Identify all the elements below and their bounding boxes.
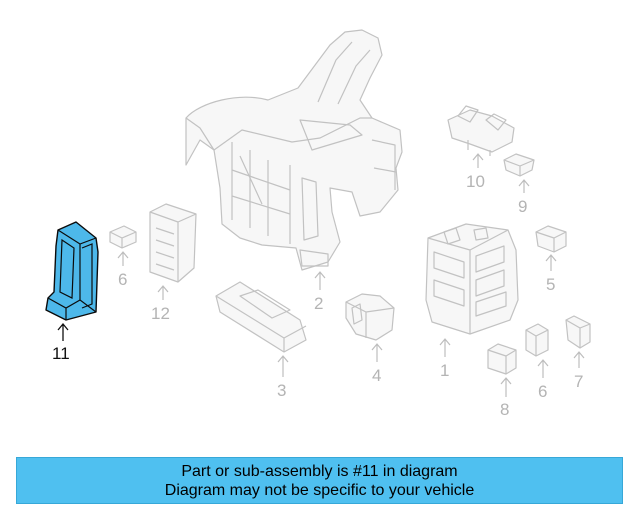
part-6b-connector[interactable]: [525, 323, 549, 357]
callout-10: 10: [466, 172, 485, 191]
callout-9: 9: [518, 197, 527, 216]
callout-1: 1: [440, 361, 449, 380]
part-8-relay[interactable]: [487, 343, 517, 375]
caption-banner: Part or sub-assembly is #11 in diagram D…: [16, 457, 623, 504]
part-9-relay[interactable]: [503, 153, 535, 177]
callout-2: 2: [314, 294, 323, 313]
part-7-clip[interactable]: [565, 315, 591, 349]
part-10-relay-block[interactable]: [447, 105, 515, 156]
callout-6b: 6: [538, 382, 547, 401]
callout-12: 12: [151, 304, 170, 323]
leader-lines: [57, 153, 585, 397]
part-3-mount-rail[interactable]: [215, 281, 307, 353]
part-2-frame-bracket[interactable]: [185, 29, 403, 271]
part-6a-clip[interactable]: [109, 225, 137, 249]
caption-line-1: Part or sub-assembly is #11 in diagram: [181, 462, 458, 480]
part-11-module-highlighted[interactable]: [45, 221, 99, 321]
callout-labels: 1 2 3 4 5 6 6 7 8 9 10 11 12: [52, 172, 583, 419]
caption-line-2: Diagram may not be specific to your vehi…: [164, 481, 475, 499]
part-5-relay[interactable]: [535, 225, 567, 253]
callout-3: 3: [277, 381, 286, 400]
callout-7: 7: [574, 372, 583, 391]
part-1-fuse-box[interactable]: [425, 223, 519, 335]
part-12-module[interactable]: [149, 203, 197, 283]
callout-6a: 6: [118, 270, 127, 289]
callout-5: 5: [546, 275, 555, 294]
parts-diagram: 1 2 3 4 5 6 6 7 8 9 10 11 12: [45, 29, 591, 419]
callout-11: 11: [52, 344, 70, 363]
part-4-bracket[interactable]: [345, 293, 395, 341]
callout-8: 8: [500, 400, 509, 419]
callout-4: 4: [372, 366, 381, 385]
